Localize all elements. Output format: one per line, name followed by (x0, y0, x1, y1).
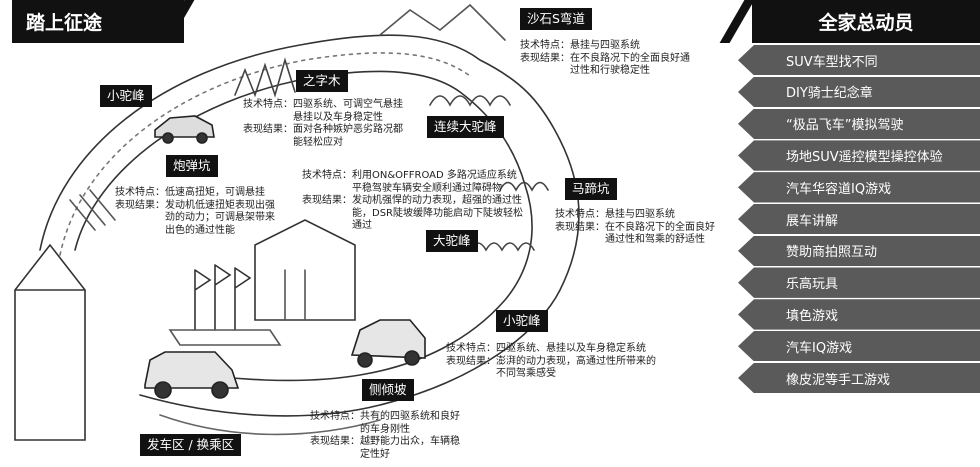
activity-menu: SUV车型找不同 DIY骑士纪念章 “极品飞车”模拟驾驶 场地SUV遥控模型操控… (738, 45, 980, 395)
menu-item-rc-model[interactable]: 场地SUV遥控模型操控体验 (738, 140, 980, 171)
menu-item-coloring[interactable]: 填色游戏 (738, 299, 980, 330)
desc-matikeng: 技术特点：悬挂与四驱系统 表现结果：在不良路况下的全面良好通过性和驾乘的舒适性 (555, 209, 715, 245)
mountain-1 (379, 3, 506, 41)
label-lianxu: 连续大驼峰 (427, 116, 504, 138)
desc-ceqingpo: 技术特点：共有的四驱系统和良好的车身刚性 表现结果：越野能力出众，车辆稳定性好 (310, 411, 460, 460)
track-outer (39, 34, 580, 417)
track-lane (59, 52, 471, 256)
section-title-left: 踏上征途 (12, 0, 184, 43)
humps-right (429, 95, 511, 107)
track-bottom-curve (159, 414, 381, 436)
right-title-text: 全家总动员 (818, 12, 914, 34)
track-inner (74, 70, 533, 382)
car-top (154, 115, 215, 138)
label-matikeng: 马蹄坑 (565, 178, 617, 200)
humps-right-2 (499, 181, 549, 192)
flags (194, 264, 252, 331)
menu-item-suv-find-difference[interactable]: SUV车型找不同 (738, 45, 980, 76)
menu-item-lego[interactable]: 乐高玩具 (738, 267, 980, 298)
menu-item-car-iq[interactable]: 汽车IQ游戏 (738, 331, 980, 362)
label-paodankeng: 炮弹坑 (166, 155, 218, 177)
label-zhizimu: 之字木 (296, 70, 348, 92)
label-datuofeng: 大驼峰 (426, 230, 478, 252)
label-ceqingpo: 侧倾坡 (362, 379, 414, 401)
desc-center: 技术特点：利用ON&OFFROAD 多路况适应系统平稳驾驶车辆安全顺利通过障碍物… (302, 170, 523, 231)
label-xiaotuofeng-bottom: 小驼峰 (496, 310, 548, 332)
menu-item-sponsor-photo[interactable]: 赞助商拍照互动 (738, 235, 980, 267)
menu-item-racing-sim[interactable]: “极品飞车”模拟驾驶 (738, 108, 980, 139)
log-bridge (69, 189, 116, 231)
desc-shashi: 技术特点：悬挂与四驱系统 表现结果：在不良路况下的全面良好通过性和行驶稳定性 (520, 40, 690, 76)
desc-paodankeng: 技术特点：低速高扭矩，可调悬挂 表现结果：发动机低速扭矩表现出强劲的动力；可调悬… (115, 187, 275, 236)
zigzag-1 (234, 57, 296, 98)
section-title-right: 全家总动员 (752, 0, 980, 43)
desc-zhizimu: 技术特点：四驱系统、可调空气悬挂悬挂以及车身稳定性 表现结果：面对各种嫉妒恶劣路… (243, 99, 403, 148)
label-fache: 发车区 / 换乘区 (140, 434, 242, 456)
label-shashi: 沙石S弯道 (520, 8, 592, 30)
desc-xiaotuofeng-bottom: 技术特点：四驱系统、悬挂以及车身稳定系统 表现结果：澎湃的动力表现，高通过性所带… (446, 343, 656, 379)
label-xiaotuofeng-top: 小驼峰 (100, 85, 152, 107)
menu-item-car-exhibit[interactable]: 展车讲解 (738, 203, 980, 235)
menu-item-clay-craft[interactable]: 橡皮泥等手工游戏 (738, 362, 980, 394)
menu-item-huarongdao[interactable]: 汽车华容道IQ游戏 (738, 172, 980, 203)
humps-lower (469, 242, 535, 252)
building-center (254, 219, 356, 321)
building-left (14, 243, 86, 441)
car-bottom-right (350, 319, 426, 359)
left-title-text: 踏上征途 (26, 12, 103, 34)
menu-item-diy-badge[interactable]: DIY骑士纪念章 (738, 76, 980, 108)
